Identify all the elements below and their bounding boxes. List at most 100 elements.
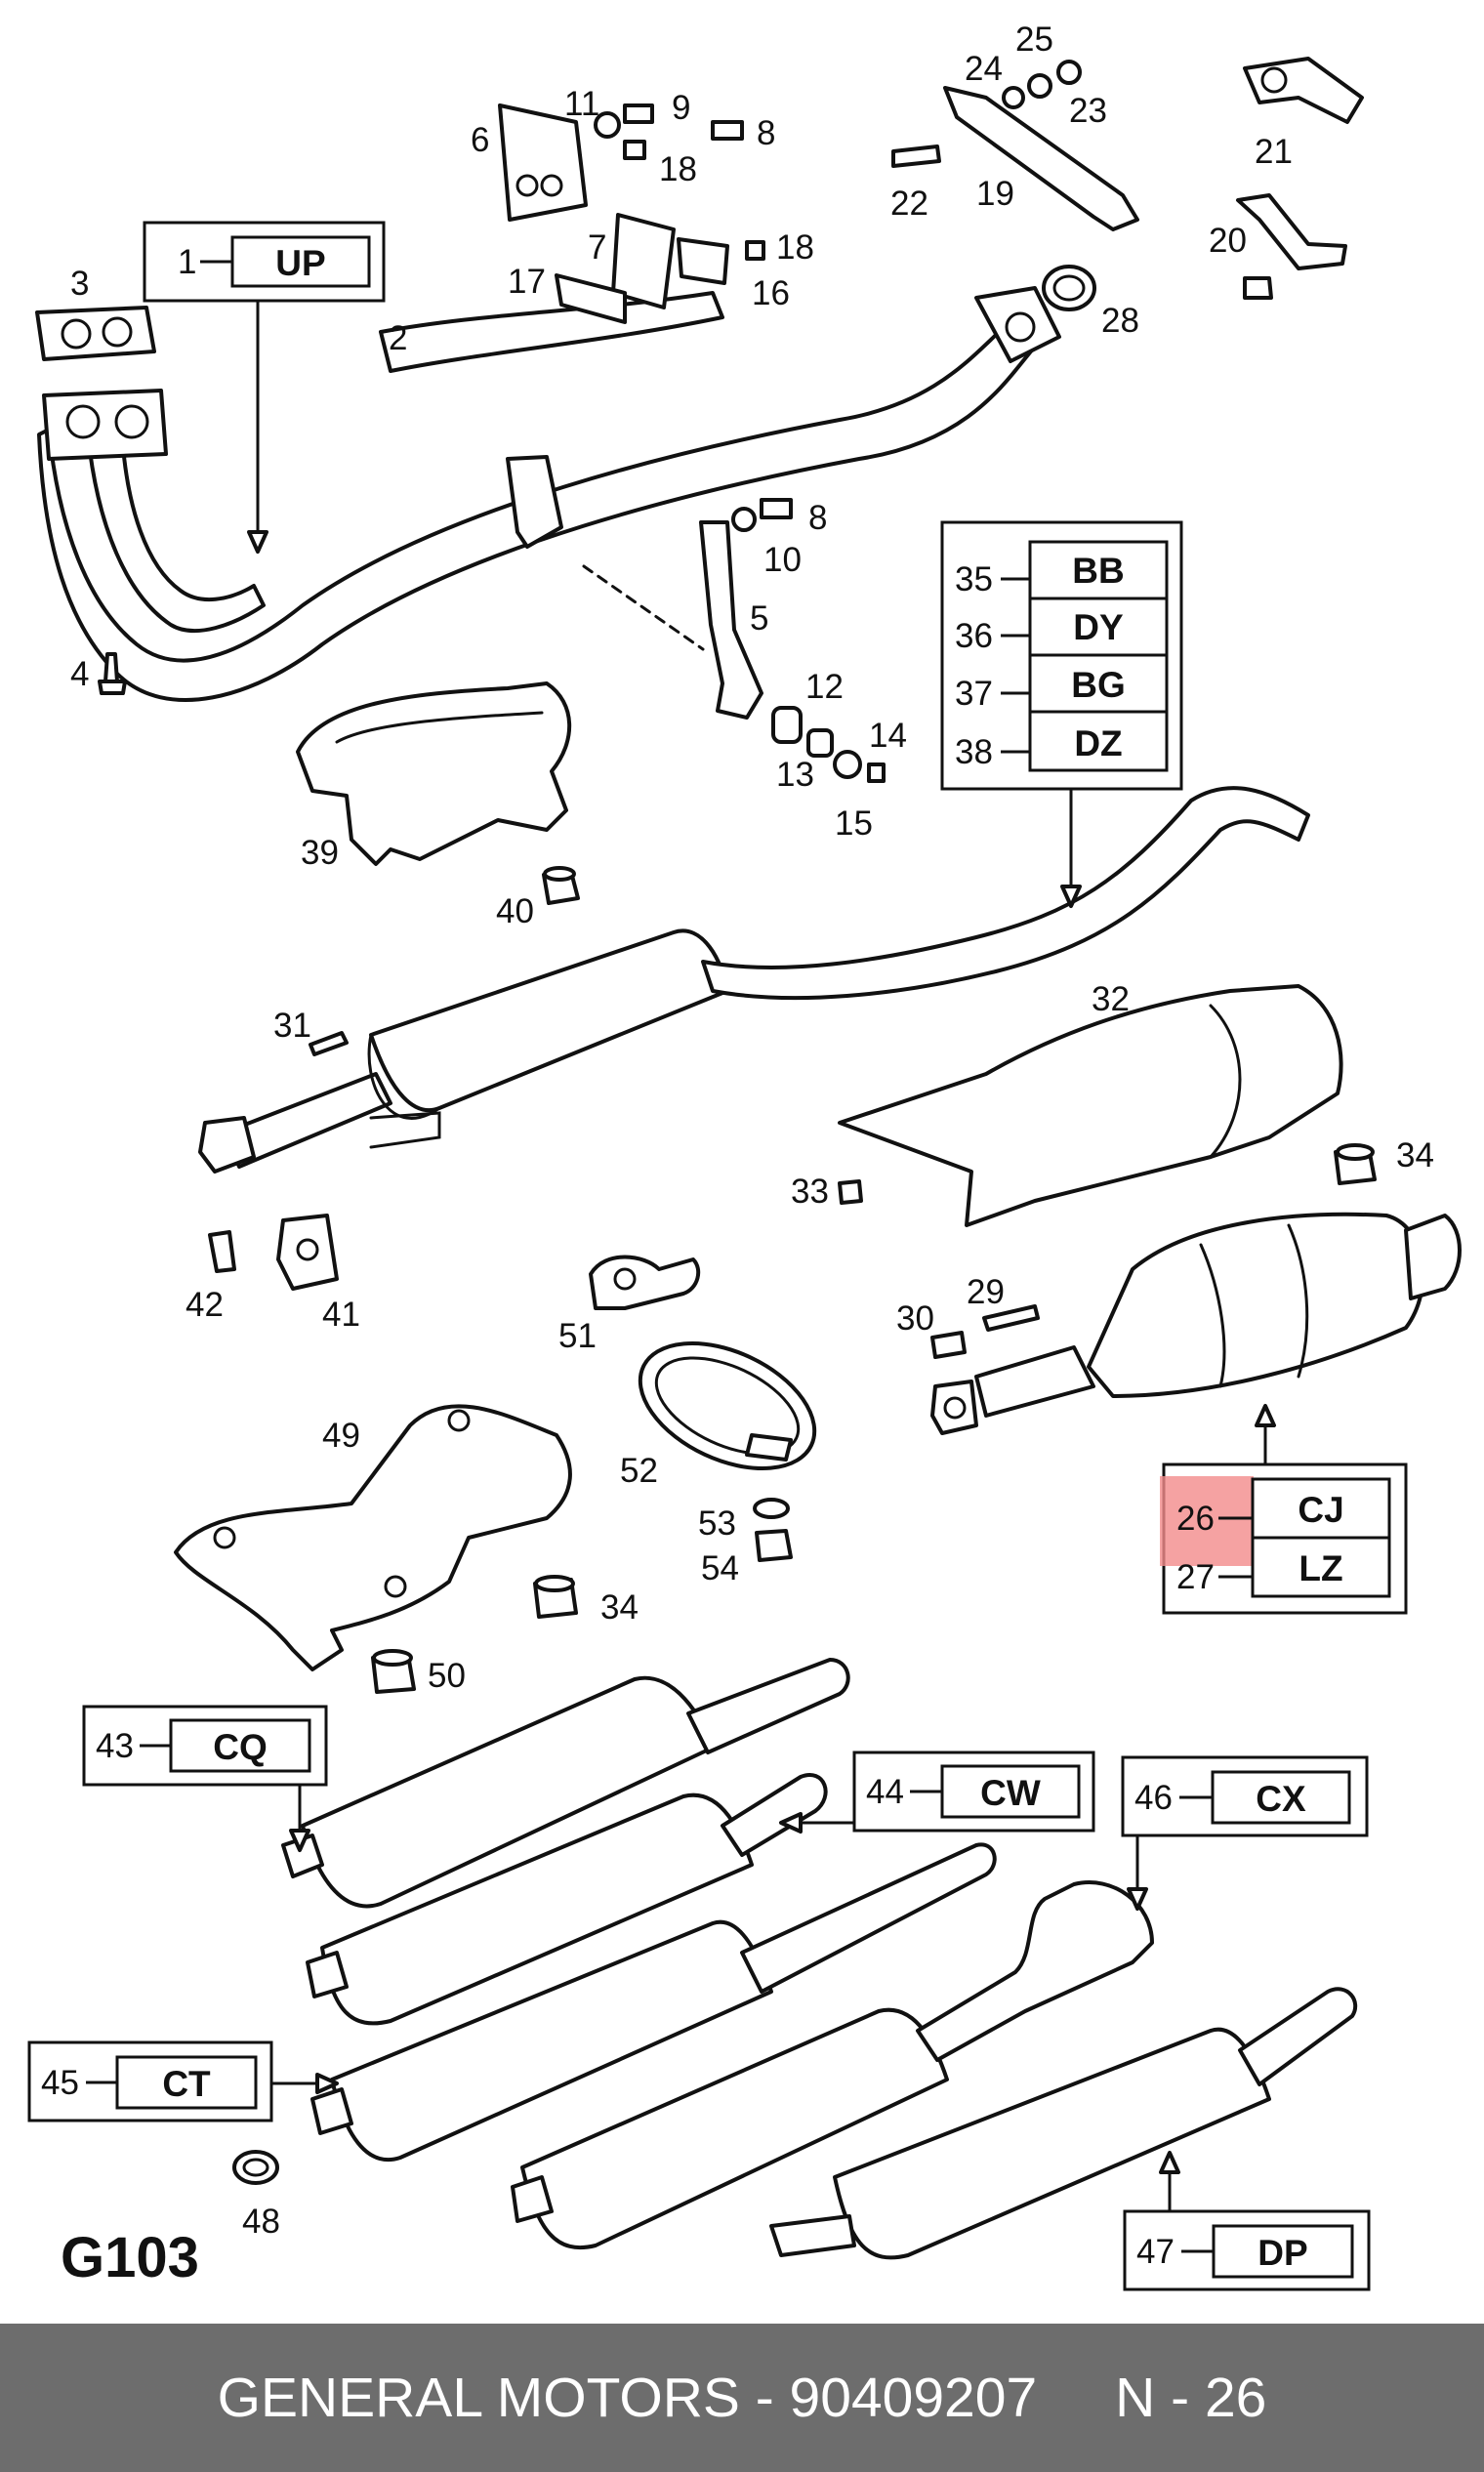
label-48: 48 — [242, 2203, 280, 2241]
nuts — [838, 1143, 1377, 1205]
code-1: UP — [275, 243, 325, 283]
label-4: 4 — [70, 655, 89, 693]
code-box-1: 1 UP — [143, 221, 386, 303]
seal-ring — [1042, 265, 1096, 311]
code-box-43: 43 CQ — [82, 1705, 328, 1787]
label-36: 36 — [955, 617, 993, 655]
label-6: 6 — [471, 121, 489, 159]
label-19: 19 — [976, 175, 1014, 213]
label-39: 39 — [301, 834, 339, 872]
label-17: 17 — [508, 263, 546, 301]
rubber-mounts — [1236, 57, 1364, 300]
label-33: 33 — [791, 1173, 829, 1211]
highlight-26 — [1160, 1476, 1254, 1566]
catalytic-converter — [930, 1212, 1462, 1435]
label-8a: 8 — [757, 114, 775, 152]
pipe-hanger — [699, 520, 886, 783]
exhaust-clamp — [638, 1340, 817, 1562]
label-29: 29 — [967, 1273, 1005, 1311]
rubber-hanger — [589, 1255, 701, 1310]
label-54: 54 — [701, 1549, 739, 1587]
code-46: CX — [1256, 1779, 1306, 1819]
label-34a: 34 — [1396, 1136, 1434, 1174]
footer-part-number: 90409207 — [789, 2367, 1038, 2429]
label-24: 24 — [965, 50, 1003, 88]
code-37: BG — [1071, 665, 1126, 705]
label-22: 22 — [890, 185, 928, 223]
label-10: 10 — [763, 541, 802, 579]
bolt-31 — [309, 1031, 349, 1056]
bolts-and-washers-upper — [594, 103, 793, 532]
label-51: 51 — [558, 1317, 597, 1355]
heat-shield-rear — [174, 1404, 572, 1671]
label-47: 47 — [1136, 2233, 1175, 2271]
label-52: 52 — [620, 1452, 658, 1490]
label-8b: 8 — [808, 499, 827, 537]
label-27: 27 — [1176, 1558, 1215, 1596]
label-12: 12 — [805, 668, 844, 706]
label-45: 45 — [41, 2064, 79, 2102]
code-35: BB — [1072, 551, 1124, 591]
label-50: 50 — [428, 1657, 466, 1695]
code-box-35-38: 35 36 37 38 BB DY BG DZ — [940, 520, 1183, 791]
label-2: 2 — [389, 319, 407, 357]
label-49: 49 — [322, 1417, 360, 1455]
label-1: 1 — [178, 243, 196, 281]
center-silencer-assembly — [198, 786, 1310, 1174]
heat-shield-catalyst — [838, 984, 1343, 1227]
flange-gasket — [35, 306, 156, 361]
label-46: 46 — [1134, 1779, 1173, 1817]
bolt — [98, 652, 127, 695]
label-42: 42 — [186, 1286, 224, 1324]
code-45: CT — [162, 2064, 211, 2104]
code-38: DZ — [1074, 723, 1122, 763]
label-13: 13 — [776, 756, 814, 794]
label-11: 11 — [564, 85, 599, 123]
footer-page: N - 26 — [1115, 2367, 1267, 2429]
label-14: 14 — [869, 717, 907, 755]
code-43: CQ — [213, 1727, 268, 1767]
mounting-brackets — [498, 103, 729, 324]
label-20: 20 — [1209, 222, 1247, 260]
label-38: 38 — [955, 733, 993, 771]
code-27: LZ — [1298, 1548, 1342, 1588]
code-44: CW — [980, 1773, 1041, 1813]
label-32: 32 — [1092, 980, 1130, 1018]
code-box-44: 44 CW — [852, 1751, 1095, 1833]
heat-shield-front — [296, 681, 572, 866]
label-41: 41 — [322, 1296, 360, 1334]
label-37: 37 — [955, 675, 993, 713]
label-31: 31 — [273, 1007, 311, 1045]
footer-dash: - — [755, 2367, 774, 2429]
label-44: 44 — [866, 1773, 904, 1811]
clips-41-42 — [208, 1214, 339, 1291]
bolts-29-30 — [930, 1304, 1040, 1359]
label-7: 7 — [588, 228, 606, 267]
flange-nut — [542, 866, 580, 905]
label-40: 40 — [496, 892, 534, 930]
code-26: CJ — [1298, 1490, 1343, 1530]
nuts-rear — [371, 1575, 578, 1694]
label-21: 21 — [1255, 133, 1293, 171]
exhaust-parts-diagram: 1 UP 35 36 37 38 BB DY BG DZ 26 27 CJ LZ — [27, 21, 1462, 2291]
rear-support-bracket — [891, 60, 1139, 231]
label-18b: 18 — [776, 228, 814, 267]
diagram-id: G103 — [61, 2226, 199, 2289]
label-18a: 18 — [659, 150, 697, 188]
code-47: DP — [1257, 2233, 1307, 2273]
code-box-46: 46 CX — [1121, 1755, 1369, 1837]
label-15: 15 — [835, 804, 873, 843]
rear-silencers — [232, 1658, 1358, 2260]
code-box-47: 47 DP — [1123, 2209, 1371, 2291]
label-30: 30 — [896, 1299, 934, 1338]
label-53: 53 — [698, 1504, 736, 1543]
label-5: 5 — [750, 599, 768, 638]
front-exhaust-pipe — [37, 286, 1061, 702]
label-3: 3 — [70, 265, 89, 303]
footer-brand: GENERAL MOTORS — [217, 2367, 740, 2429]
label-9: 9 — [672, 89, 690, 127]
part-number-labels: 2 3 4 5 6 7 8 8 9 10 11 12 13 14 15 16 1… — [70, 21, 1434, 2241]
label-35: 35 — [955, 560, 993, 598]
footer-bar: GENERAL MOTORS - 90409207 N - 26 — [0, 2324, 1484, 2472]
label-26: 26 — [1176, 1500, 1215, 1538]
